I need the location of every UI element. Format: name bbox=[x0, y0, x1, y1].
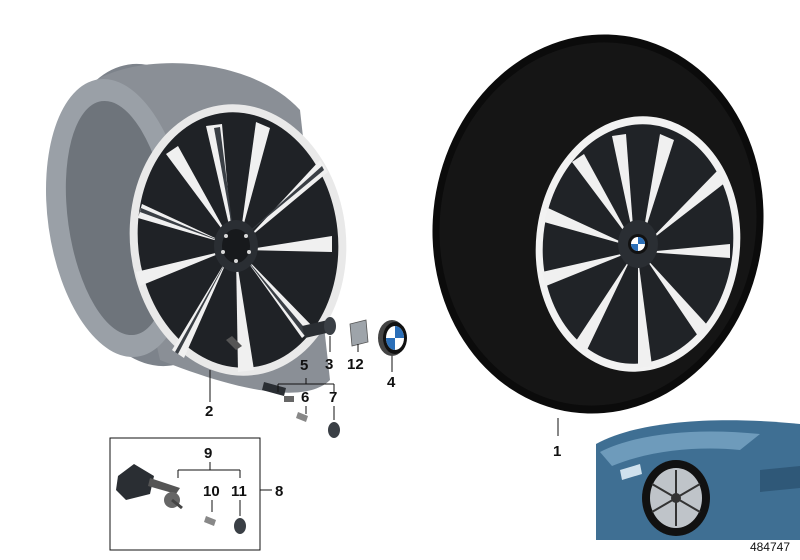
leader-lines bbox=[177, 336, 559, 516]
vehicle-inset-image bbox=[596, 420, 800, 540]
alloy-rim bbox=[45, 63, 347, 393]
hub-cap-emblem bbox=[378, 320, 407, 356]
valve-core bbox=[296, 412, 308, 422]
callout-4: 4 bbox=[387, 374, 396, 391]
callout-5: 5 bbox=[300, 357, 308, 374]
callout-10: 10 bbox=[203, 483, 220, 500]
callout-7: 7 bbox=[329, 389, 337, 406]
callout-1: 1 bbox=[553, 443, 561, 460]
callout-12: 12 bbox=[347, 356, 364, 373]
callout-8: 8 bbox=[275, 483, 283, 500]
tpms-kit-frame bbox=[109, 437, 261, 551]
tpms-valve-core bbox=[204, 516, 216, 526]
valve-stem bbox=[262, 382, 294, 402]
spacer-plate bbox=[349, 319, 369, 347]
tpms-sensor bbox=[116, 464, 183, 510]
wheel-bolt bbox=[302, 317, 336, 338]
reference-number: 484747 bbox=[749, 540, 790, 554]
complete-wheel-with-tire bbox=[432, 34, 764, 414]
callout-11: 11 bbox=[231, 483, 247, 500]
callout-2: 2 bbox=[205, 403, 213, 420]
valve-cap bbox=[328, 422, 340, 438]
callout-3: 3 bbox=[325, 356, 333, 373]
callout-6: 6 bbox=[301, 389, 309, 406]
tpms-valve-cap bbox=[234, 518, 246, 534]
callout-9: 9 bbox=[204, 445, 212, 462]
